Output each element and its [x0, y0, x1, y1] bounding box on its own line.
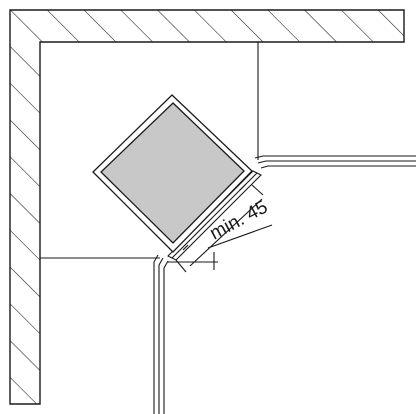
cabinet-outline	[40, 42, 259, 259]
dimension-extension-top	[251, 184, 264, 196]
front-panel-right	[254, 155, 416, 169]
dimension-label-leader	[207, 224, 273, 249]
hinge-marks	[182, 184, 246, 251]
wall-section	[9, 9, 405, 405]
dimension-leaders	[168, 184, 273, 273]
dimension-line	[189, 198, 263, 267]
corner-module-inner	[100, 102, 245, 244]
front-panel-bottom	[153, 254, 169, 414]
corner-module	[92, 94, 253, 253]
